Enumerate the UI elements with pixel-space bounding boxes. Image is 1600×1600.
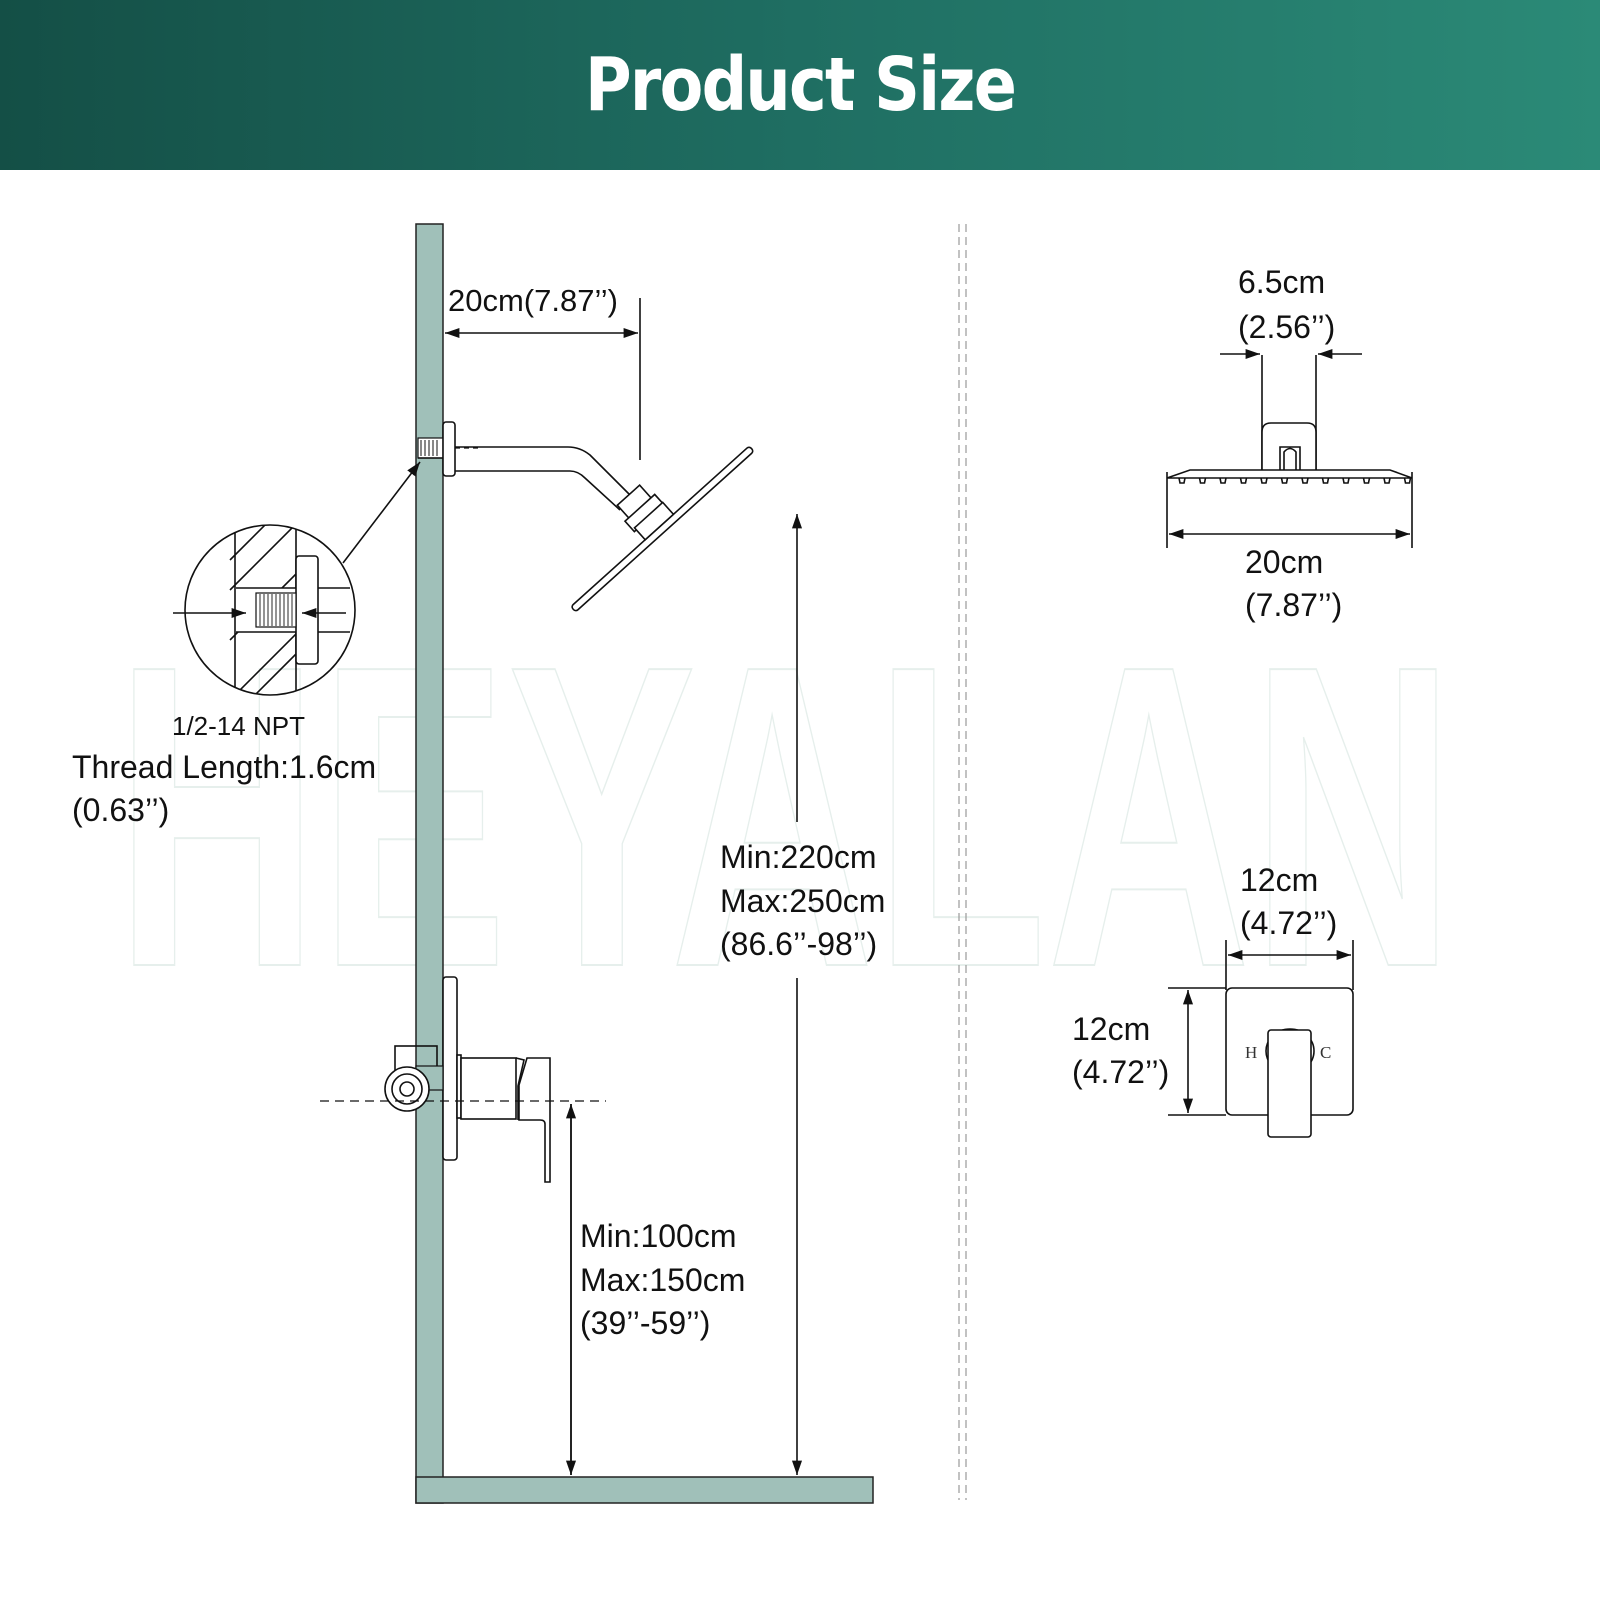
head-width-label: 20cm xyxy=(1245,544,1323,580)
valve-trim-front-view: 12cm (4.72’’) 12cm (4.72’’) H C xyxy=(1072,862,1354,1138)
nozzle xyxy=(1383,477,1391,484)
neck-width-label: 6.5cm xyxy=(1238,264,1325,300)
head-height-dimension: Min:220cm Max:250cm (86.6’’-98’’) xyxy=(720,514,885,1475)
valve-height-dimension: Min:100cm Max:150cm (39’’-59’’) xyxy=(565,1104,745,1475)
cold-label: C xyxy=(1320,1043,1331,1062)
head-height-inch: (86.6’’-98’’) xyxy=(720,926,877,962)
valve-height-max: Max:150cm xyxy=(580,1262,745,1298)
trim-height-label: 12cm xyxy=(1072,1011,1150,1047)
page-title: Product Size xyxy=(584,42,1017,128)
nozzle xyxy=(1321,477,1330,484)
wall xyxy=(415,223,874,1504)
trim-height-inch-label: (4.72’’) xyxy=(1072,1054,1169,1090)
nozzle xyxy=(1301,477,1309,484)
trim-width-label: 12cm xyxy=(1240,862,1318,898)
nozzle xyxy=(1260,477,1268,484)
nozzle xyxy=(1198,477,1207,484)
header-banner: Product Size xyxy=(0,0,1600,170)
shower-head-front-view: 6.5cm (2.56’’) 20cm (7.87’’) xyxy=(1166,264,1413,623)
nozzle xyxy=(1280,477,1289,484)
thread-length-label: Thread Length:1.6cm xyxy=(72,749,376,785)
thread-detail-callout: 1/2-14 NPT Thread Length:1.6cm (0.63’’) xyxy=(72,461,421,828)
hot-label: H xyxy=(1245,1043,1257,1062)
nozzle xyxy=(1178,477,1186,484)
nozzle xyxy=(1403,477,1412,484)
nozzle xyxy=(1219,477,1227,484)
valve-height-min: Min:100cm xyxy=(580,1218,737,1254)
nozzle xyxy=(1362,477,1371,484)
thread-length-inch-label: (0.63’’) xyxy=(72,792,169,828)
watermark: HEYALAN xyxy=(115,577,1455,1057)
shower-arm-side xyxy=(417,421,754,612)
neck-width-inch-label: (2.56’’) xyxy=(1238,309,1335,345)
nozzle xyxy=(1342,477,1350,484)
shower-head-side xyxy=(571,446,754,612)
head-height-min: Min:220cm xyxy=(720,839,877,875)
head-height-max: Max:250cm xyxy=(720,883,885,919)
divider-line xyxy=(958,224,967,1500)
head-width-inch-label: (7.87’’) xyxy=(1245,587,1342,623)
nozzle xyxy=(1239,477,1248,484)
arm-reach-label: 20cm(7.87’’) xyxy=(448,283,618,318)
thread-spec-label: 1/2-14 NPT xyxy=(172,711,305,741)
valve-side xyxy=(320,976,606,1183)
valve-height-inch: (39’’-59’’) xyxy=(580,1305,710,1341)
nozzles xyxy=(1178,477,1412,484)
arm-reach-dimension: 20cm(7.87’’) xyxy=(445,283,641,460)
trim-width-inch-label: (4.72’’) xyxy=(1240,905,1337,941)
